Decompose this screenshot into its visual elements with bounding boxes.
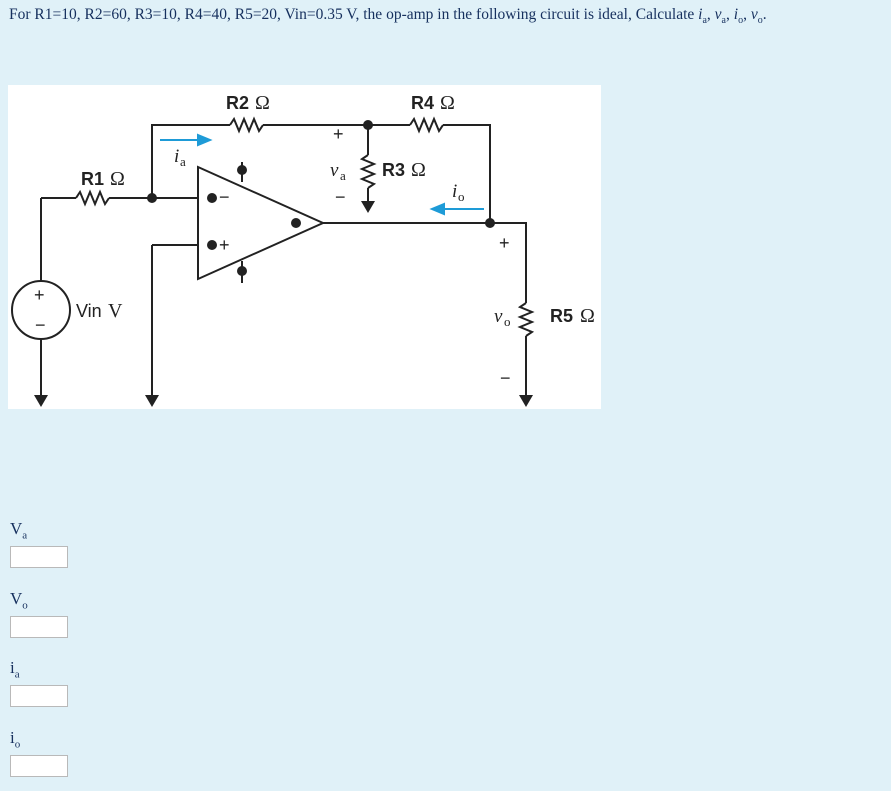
vin-minus: − — [35, 315, 46, 335]
r4-label: R4 — [411, 93, 434, 113]
node-r3-top — [363, 120, 373, 130]
r4-omega: Ω — [440, 92, 455, 114]
circuit-svg: R2 Ω R4 Ω R1 Ω R3 Ω R5 Ω Vin V + − i a i… — [11, 92, 595, 407]
va-label-sub: a — [340, 168, 346, 183]
r1-resistor — [75, 189, 110, 207]
wire-output — [323, 222, 527, 303]
node-supply-top — [237, 165, 247, 175]
r2-resistor — [229, 116, 264, 134]
io-answer-input[interactable] — [10, 755, 68, 777]
node-r1-minus — [147, 193, 157, 203]
io-label: i — [452, 181, 457, 202]
opamp-minus-sign: − — [219, 187, 230, 207]
ground-arrow-left — [34, 395, 48, 407]
r1-label: R1 — [81, 169, 104, 189]
io-arrow-head — [429, 202, 445, 216]
va-plus: + — [333, 124, 344, 144]
vin-unit: V — [108, 300, 123, 322]
ia-label: i — [174, 146, 179, 167]
r1-omega: Ω — [110, 168, 125, 190]
io-label-sub: o — [458, 189, 465, 204]
ia-answer-input[interactable] — [10, 685, 68, 707]
opamp-plus-sign: + — [219, 235, 230, 255]
va-minus: − — [335, 187, 346, 207]
r2-label: R2 — [226, 93, 249, 113]
vo-minus: − — [500, 368, 511, 388]
ground-arrow-middle — [145, 395, 159, 407]
op-amp-triangle — [197, 165, 326, 281]
node-supply-bottom — [237, 266, 247, 276]
circuit-diagram: R2 Ω R4 Ω R1 Ω R3 Ω R5 Ω Vin V + − i a i… — [8, 85, 601, 409]
va-field-label: Va — [10, 519, 28, 542]
vin-plus: + — [34, 285, 45, 305]
r5-omega: Ω — [580, 305, 595, 327]
ground-arrow-right — [519, 395, 533, 407]
r2-omega: Ω — [255, 92, 270, 114]
question-text: For R1=10, R2=60, R3=10, R4=40, R5=20, V… — [9, 6, 767, 27]
r3-label: R3 — [382, 160, 405, 180]
node-minus-input — [207, 193, 217, 203]
node-output-inner — [291, 218, 301, 228]
ground-arrow-r3 — [361, 201, 375, 213]
r3-omega: Ω — [411, 159, 426, 181]
r4-resistor — [409, 116, 444, 134]
r3-resistor — [359, 154, 377, 189]
vo-label-sub: o — [504, 314, 511, 329]
ia-arrow-head — [197, 133, 213, 147]
r5-resistor — [517, 302, 535, 337]
r5-label: R5 — [550, 306, 573, 326]
vo-field-label: Vo — [10, 589, 28, 612]
wire-feedback-up — [151, 124, 230, 198]
node-output — [485, 218, 495, 228]
vo-answer-input[interactable] — [10, 616, 68, 638]
wire-r4-right — [443, 124, 491, 223]
vin-label: Vin — [76, 301, 102, 321]
io-field-label: io — [10, 728, 21, 751]
vo-plus: + — [499, 233, 510, 253]
va-label: v — [330, 160, 339, 181]
ia-field-label: ia — [10, 658, 20, 681]
vo-label: v — [494, 306, 503, 327]
va-answer-input[interactable] — [10, 546, 68, 568]
ia-label-sub: a — [180, 154, 186, 169]
node-plus-input — [207, 240, 217, 250]
